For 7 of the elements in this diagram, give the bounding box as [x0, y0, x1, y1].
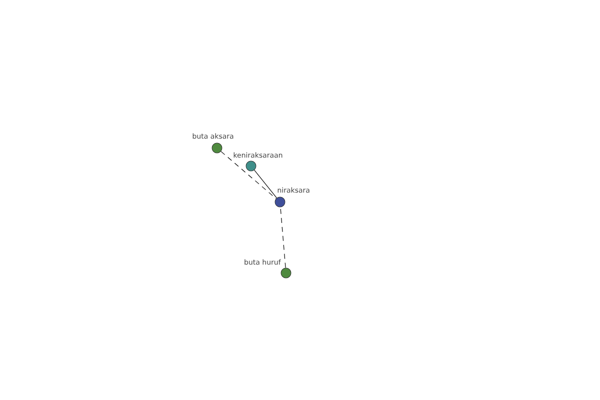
connector-line	[254, 170, 277, 198]
node-circle	[274, 187, 310, 208]
connector-line	[220, 151, 276, 199]
node-circle	[244, 259, 292, 278]
node-circle	[192, 133, 234, 154]
connector-line	[280, 206, 286, 268]
node-circle	[234, 152, 282, 172]
